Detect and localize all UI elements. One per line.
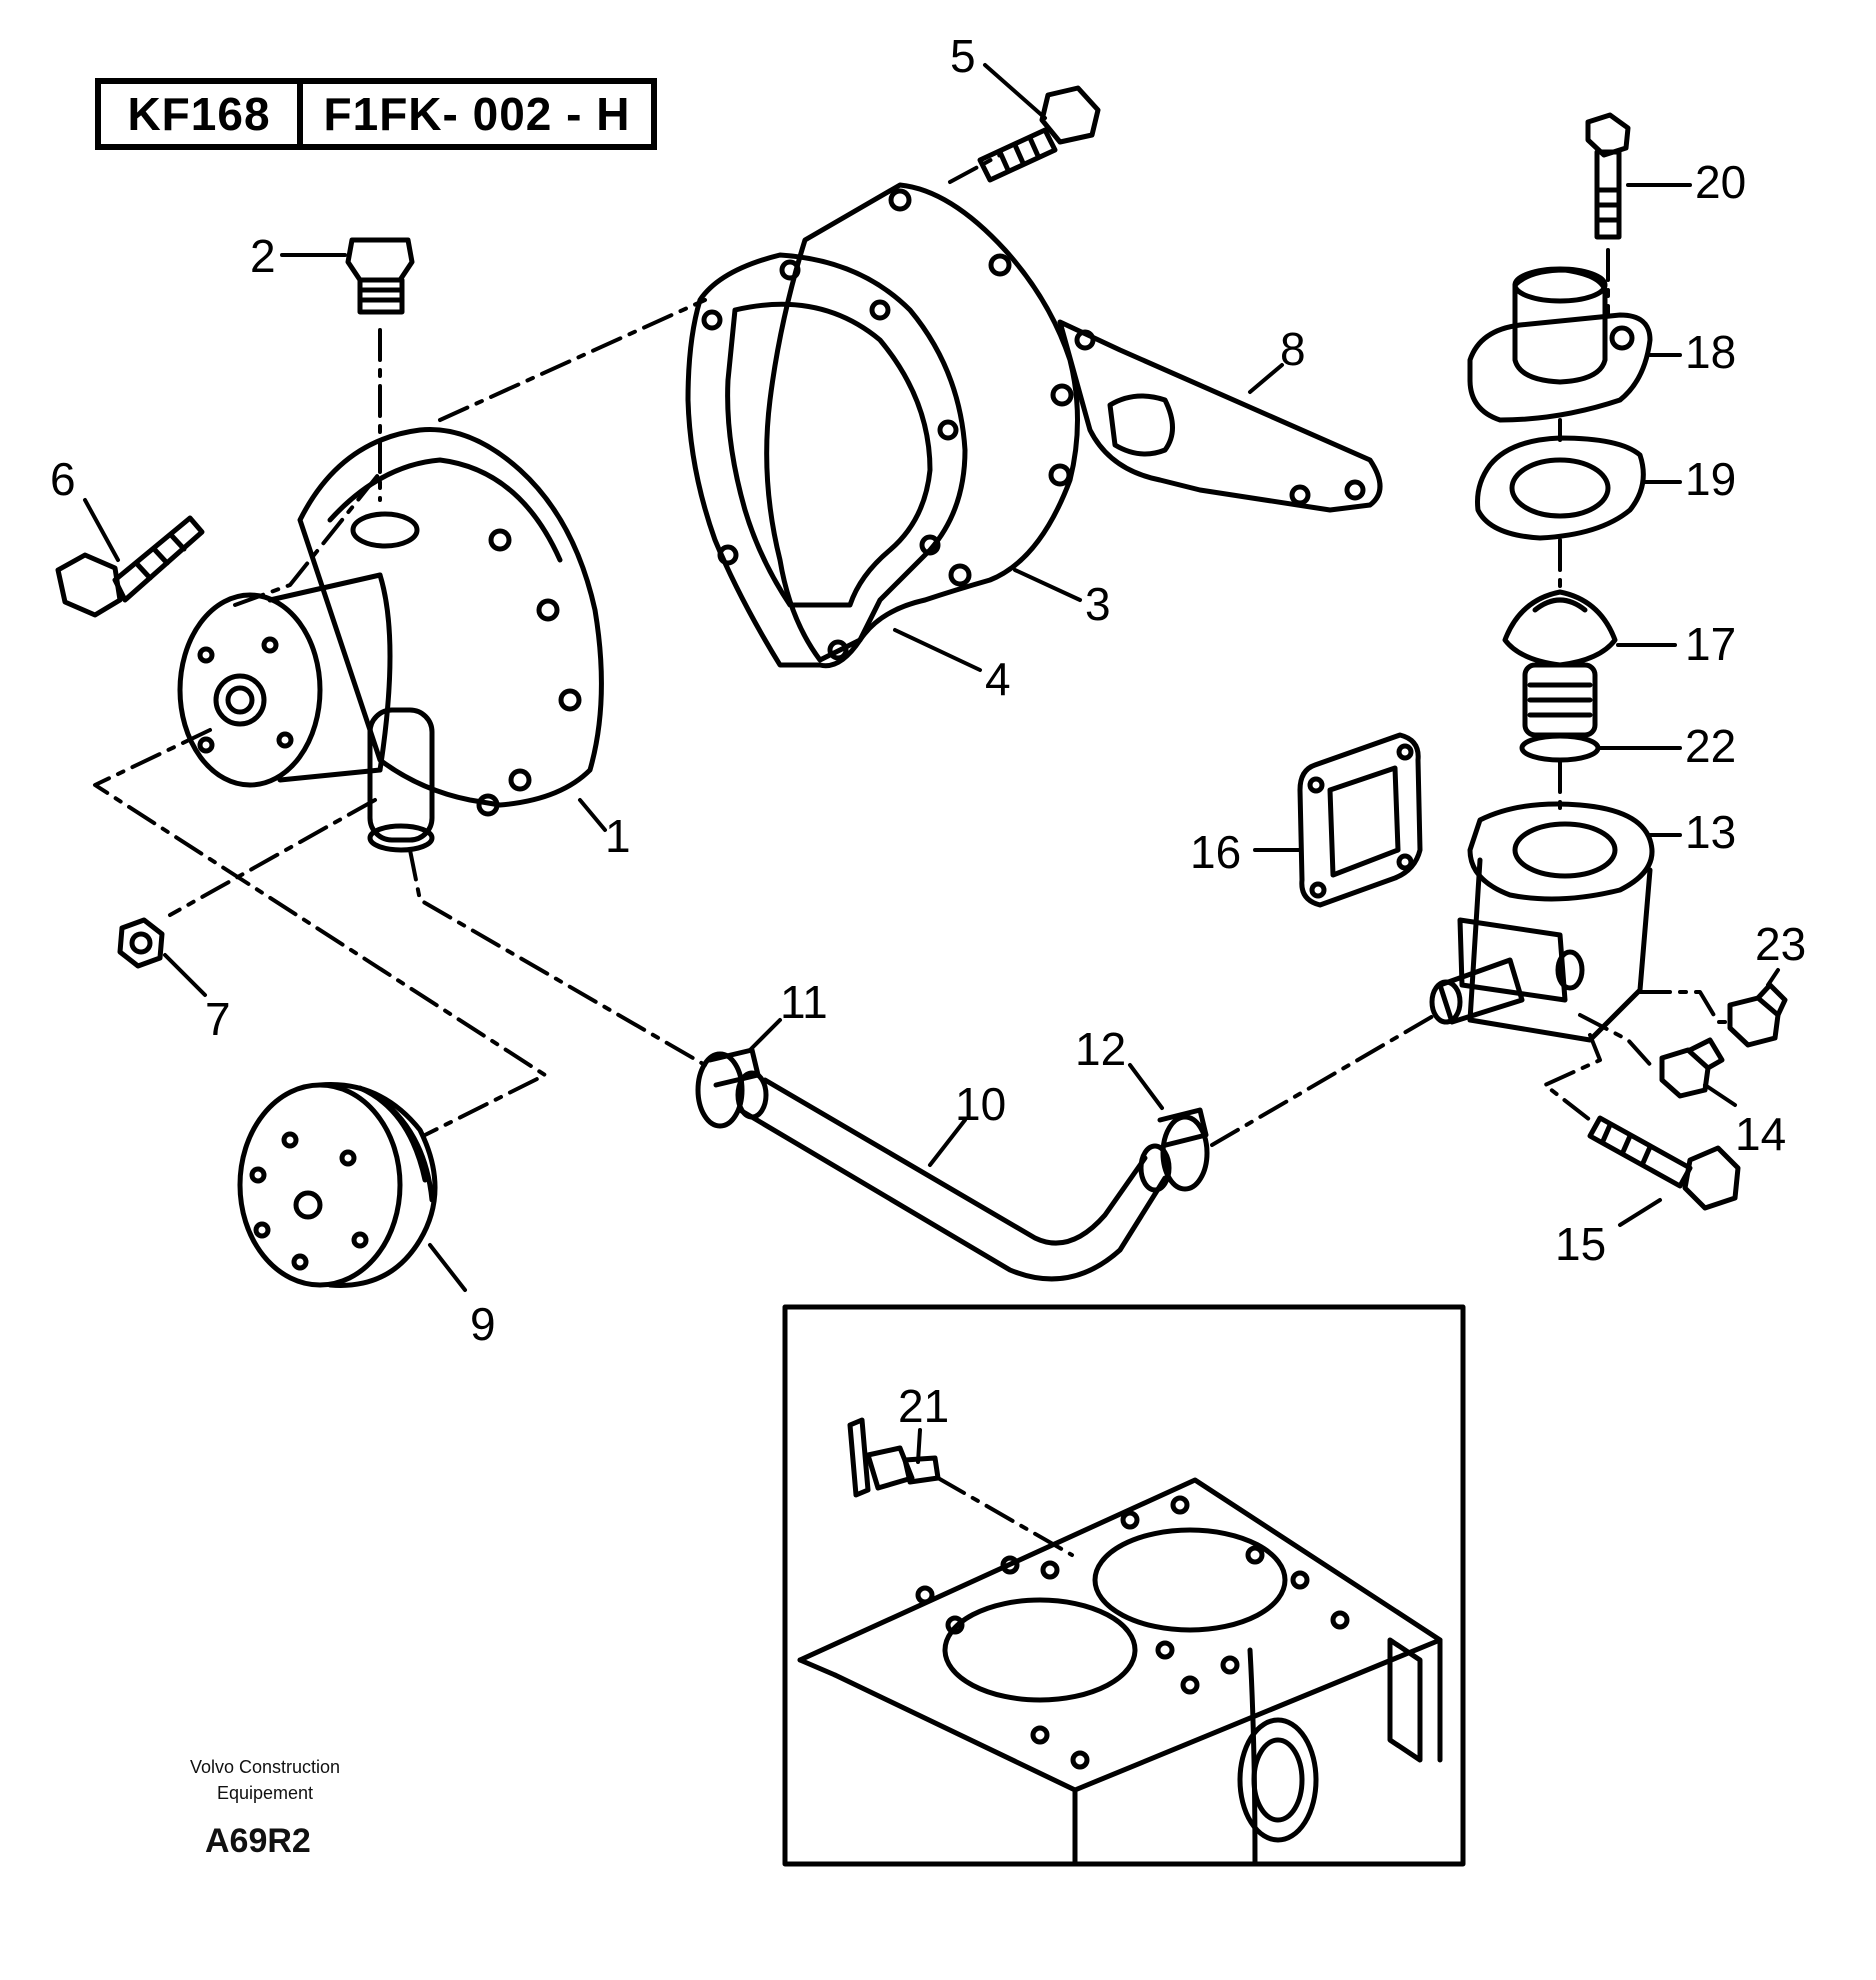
callout-10: 10 — [955, 1078, 1006, 1130]
callout-16: 16 — [1190, 826, 1241, 878]
inset-frame — [782, 1304, 1466, 1867]
nut[interactable] — [117, 917, 165, 969]
callout-6: 6 — [50, 453, 76, 505]
thermostat-housing[interactable] — [1429, 801, 1655, 1043]
callout-13: 13 — [1685, 806, 1736, 858]
coolant-hose[interactable] — [735, 1070, 1172, 1282]
o-ring[interactable] — [1519, 733, 1601, 763]
callout-5: 5 — [950, 30, 976, 82]
callout-7: 7 — [205, 993, 231, 1045]
leader-lines — [83, 63, 1780, 1464]
bolt-15[interactable] — [1587, 1115, 1741, 1211]
callout-23: 23 — [1755, 918, 1806, 970]
bolt-20[interactable] — [1585, 112, 1631, 240]
cover-plate[interactable] — [764, 182, 1080, 663]
hose-clamp-12[interactable] — [1157, 1107, 1210, 1192]
callout-22: 22 — [1685, 720, 1736, 772]
callout-2: 2 — [250, 230, 276, 282]
outlet-gasket[interactable] — [1475, 435, 1646, 541]
pump-gasket[interactable] — [685, 252, 968, 669]
water-pump[interactable] — [177, 427, 604, 853]
hose-clamp-11[interactable] — [695, 1047, 761, 1129]
drawing-code: A69R2 — [205, 1822, 311, 1860]
callout-19: 19 — [1685, 453, 1736, 505]
callout-18: 18 — [1685, 326, 1736, 378]
callout-15: 15 — [1555, 1218, 1606, 1270]
bolt-6[interactable] — [55, 515, 205, 618]
callout-12: 12 — [1075, 1023, 1126, 1075]
reference-code-box: KF168 F1FK- 002 - H — [95, 78, 657, 150]
bolt-5[interactable] — [977, 85, 1101, 183]
credit-line-2: Equipement — [216, 1783, 314, 1803]
plug-23[interactable] — [1727, 982, 1788, 1048]
callout-21: 21 — [898, 1380, 949, 1432]
callout-9: 9 — [470, 1298, 496, 1350]
housing-gasket[interactable] — [1297, 732, 1423, 908]
section-code: F1FK- 002 - H — [323, 88, 631, 140]
thermostat[interactable] — [1502, 589, 1618, 738]
publisher-credit: Volvo Construction Equipement — [150, 1754, 380, 1806]
drain-plug-14[interactable] — [1659, 1037, 1725, 1099]
outlet-cover[interactable] — [1467, 266, 1653, 423]
assembly-lines — [93, 153, 1727, 1557]
callout-14: 14 — [1735, 1108, 1786, 1160]
callout-3: 3 — [1085, 578, 1111, 630]
bracket[interactable] — [1057, 319, 1383, 513]
pulley[interactable] — [237, 1082, 438, 1288]
callout-17: 17 — [1685, 618, 1736, 670]
callout-11: 11 — [780, 976, 828, 1028]
engine-block — [797, 1477, 1443, 1867]
credit-line-1: Volvo Construction — [189, 1757, 341, 1777]
callout-8: 8 — [1280, 323, 1306, 375]
callout-labels: 1 2 3 4 5 6 7 8 9 10 11 12 13 14 15 16 1… — [50, 30, 1806, 1432]
machine-code: KF168 — [101, 84, 303, 144]
plug[interactable] — [345, 237, 415, 315]
callout-20: 20 — [1695, 156, 1746, 208]
callout-1: 1 — [605, 810, 631, 862]
callout-4: 4 — [985, 653, 1011, 705]
